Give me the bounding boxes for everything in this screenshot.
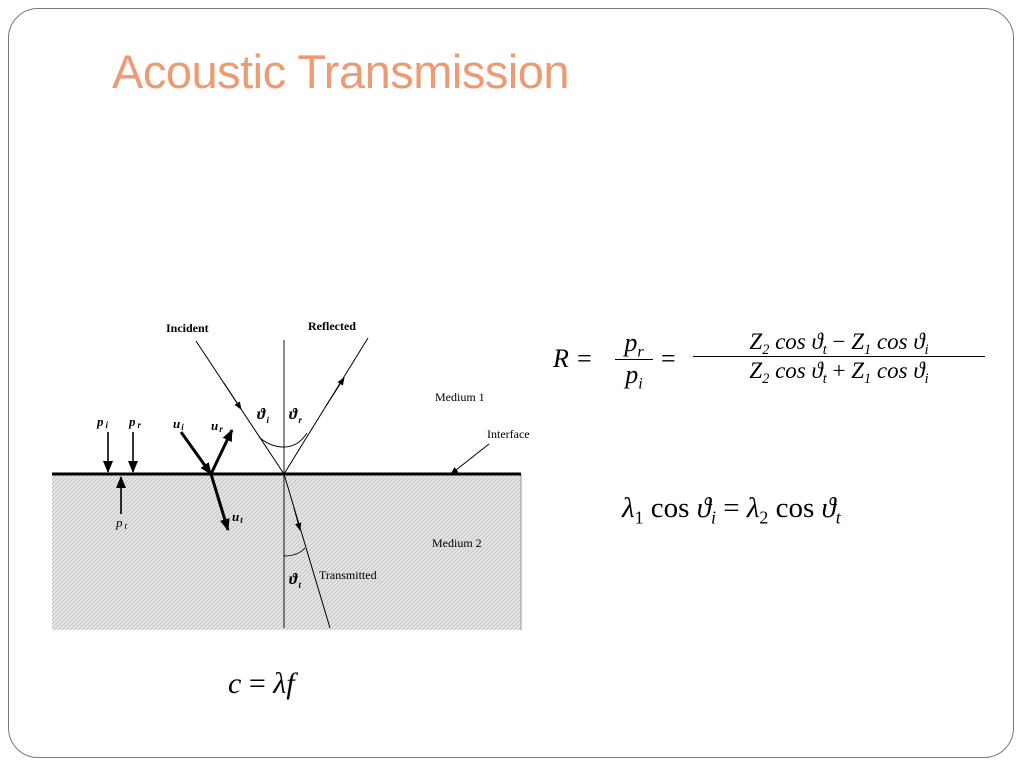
label-transmitted: Transmitted [319, 568, 377, 582]
symbol-u-transmitted: ut [232, 509, 243, 525]
angle-arc-transmitted [283, 547, 306, 557]
transmitted-ray-arrow [293, 507, 302, 531]
interface-pointer-line [450, 443, 490, 475]
pressure-ratio-numerator: pr [624, 328, 644, 361]
reflected-ray-arrow [325, 377, 345, 407]
symbol-u-reflected: ur [211, 418, 223, 434]
slide-frame [8, 8, 1014, 758]
label-interface: Interface [487, 427, 530, 441]
wave-speed-equation: c = λf [228, 667, 295, 700]
incident-ray-arrow [223, 382, 242, 410]
transmitted-ray [283, 473, 331, 629]
symbol-u-incident: ui [173, 416, 184, 432]
impedance-denominator: Z2 cos ϑt + Z1 cos ϑi [749, 358, 929, 387]
snell-law-equation: λ1 cos ϑi = λ2 cos ϑt [622, 492, 841, 528]
symbol-theta-incident: ϑi [257, 406, 269, 425]
impedance-fraction: Z2 cos ϑt − Z1 cos ϑi Z2 cos ϑt + Z1 cos… [693, 329, 985, 387]
velocity-transmitted-arrow [209, 473, 230, 531]
symbol-theta-reflected: ϑr [289, 406, 302, 425]
angle-arc-incident [258, 436, 285, 448]
velocity-incident-arrow [179, 431, 213, 475]
impedance-numerator: Z2 cos ϑt − Z1 cos ϑi [749, 329, 929, 358]
medium2-region [52, 474, 521, 630]
label-medium2: Medium 2 [432, 536, 482, 550]
angle-arc-reflected [283, 432, 308, 448]
label-medium1: Medium 1 [435, 390, 485, 404]
slide-title: Acoustic Transmission [112, 45, 570, 98]
eq-equals: = [661, 344, 676, 373]
velocity-reflected-arrow [209, 429, 234, 475]
symbol-theta-transmitted: ϑt [289, 571, 301, 590]
pressure-ratio-fraction: pr pi [615, 328, 653, 393]
label-incident: Incident [166, 321, 209, 335]
label-reflected: Reflected [308, 319, 356, 333]
pressure-ratio-denominator: pi [625, 360, 643, 393]
eq-lhs: R = [553, 344, 593, 373]
